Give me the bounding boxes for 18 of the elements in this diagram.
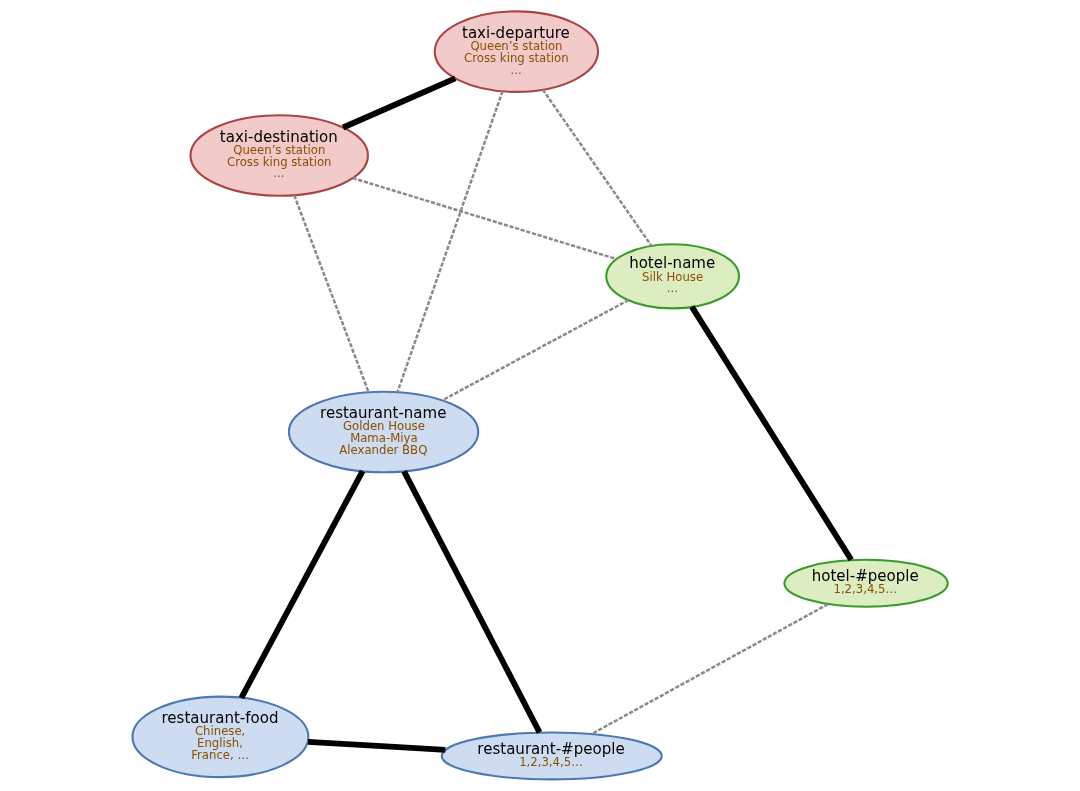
node-ellipse: hotel-name Silk House ... bbox=[605, 243, 741, 310]
node-ellipse: hotel-#people 1,2,3,4,5… bbox=[783, 558, 949, 608]
connector bbox=[238, 469, 366, 700]
connector bbox=[689, 305, 854, 562]
connector bbox=[396, 90, 504, 393]
node-ellipse: restaurant-#people 1,2,3,4,5… bbox=[440, 731, 663, 781]
connector bbox=[441, 299, 629, 402]
connector bbox=[293, 194, 370, 393]
connector bbox=[591, 603, 829, 735]
connector bbox=[341, 75, 457, 131]
connector bbox=[352, 176, 617, 261]
connector bbox=[401, 470, 543, 734]
connector bbox=[307, 738, 446, 753]
node-ellipse: taxi-destination Queen’s station Cross king station ... bbox=[189, 114, 369, 197]
node-ellipse: restaurant-name Golden House Mama-Miya Alexander BBQ bbox=[287, 390, 480, 474]
node-ellipse: restaurant-food Chinese, English, France, … bbox=[131, 695, 310, 779]
connector bbox=[541, 89, 653, 247]
node-ellipse: taxi-departure Queen’s station Cross king station ... bbox=[433, 10, 600, 93]
